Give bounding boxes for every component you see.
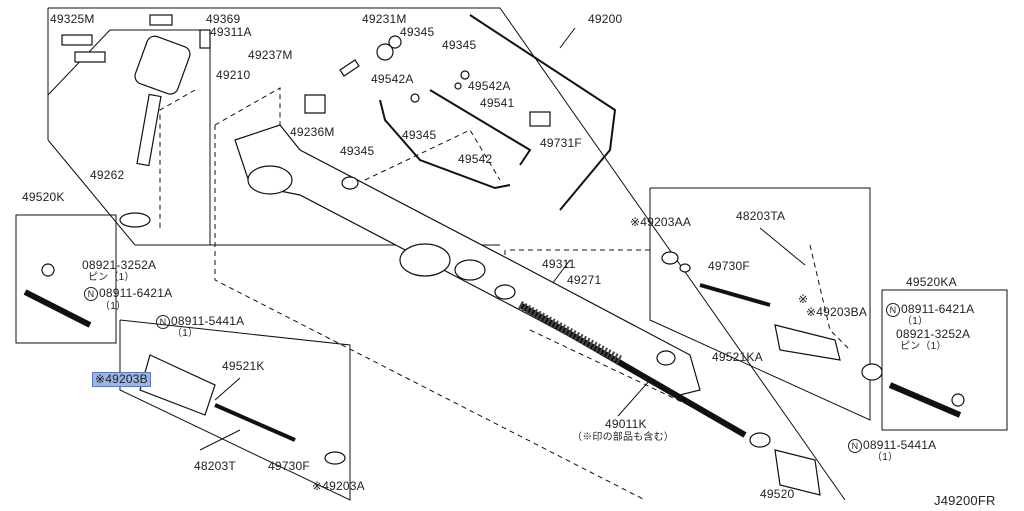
- note-49011K: （※印の部品も含む）: [572, 432, 674, 443]
- part-label-49237M[interactable]: 49237M: [248, 48, 293, 62]
- part-label-49520KA[interactable]: 49520KA: [906, 275, 957, 289]
- part-label-49521K[interactable]: 49521K: [222, 359, 265, 373]
- qty-note: （1）: [100, 301, 127, 312]
- pin-note-right: ピン（1）: [900, 341, 947, 352]
- part-label-08921-3252A-left[interactable]: 08921-3252A: [82, 258, 157, 272]
- part-label-49542A-a[interactable]: 49542A: [371, 72, 414, 86]
- part-label-49345-d[interactable]: 49345: [340, 144, 375, 158]
- part-label-49520[interactable]: 49520: [760, 487, 795, 501]
- part-label-49730F-right[interactable]: 49730F: [708, 259, 750, 273]
- part-label-48203TA[interactable]: 48203TA: [736, 209, 786, 223]
- part-label-49345-c[interactable]: 49345: [402, 128, 437, 142]
- part-label-49231M[interactable]: 49231M: [362, 12, 407, 26]
- n-mark-icon: N: [156, 315, 170, 329]
- n-mark-icon: N: [84, 287, 98, 301]
- star-mark: ※: [798, 292, 809, 306]
- n-mark-icon: N: [848, 439, 862, 453]
- part-label-49210[interactable]: 49210: [216, 68, 251, 82]
- part-label-49203B-highlighted[interactable]: ※49203B: [92, 372, 151, 387]
- part-label-49011K[interactable]: 49011K: [605, 417, 647, 431]
- qty-note: （1）: [902, 316, 929, 327]
- part-label-49731F[interactable]: 49731F: [540, 136, 582, 150]
- part-label-48203T[interactable]: 48203T: [194, 459, 236, 473]
- n-mark-icon: N: [886, 303, 900, 317]
- part-label-49271[interactable]: 49271: [567, 273, 602, 287]
- qty-note: （1）: [872, 452, 899, 463]
- pin-note-left: ピン（1）: [88, 272, 135, 283]
- assembly-frame-top: [48, 7, 846, 501]
- part-label-49369[interactable]: 49369: [206, 12, 241, 26]
- diagram-code: J49200FR: [934, 493, 996, 508]
- part-label-49203AA[interactable]: ※49203AA: [630, 215, 692, 229]
- part-label-49325M[interactable]: 49325M: [50, 12, 95, 26]
- part-label-49203A[interactable]: ※49203A: [312, 479, 365, 493]
- part-label-49730F-left[interactable]: 49730F: [268, 459, 310, 473]
- part-label-49236M[interactable]: 49236M: [290, 125, 335, 139]
- part-label-49262[interactable]: 49262: [90, 168, 125, 182]
- part-label-49521KA[interactable]: 49521KA: [712, 350, 763, 364]
- part-label-49345-b[interactable]: 49345: [442, 38, 477, 52]
- part-label-49311A[interactable]: 49311A: [210, 25, 252, 39]
- part-label-49345-a[interactable]: 49345: [400, 25, 435, 39]
- part-label-49541[interactable]: 49541: [480, 96, 515, 110]
- part-label-49542A-b[interactable]: 49542A: [468, 79, 511, 93]
- part-label-08921-3252A-right[interactable]: 08921-3252A: [896, 327, 971, 341]
- part-label-49200[interactable]: 49200: [588, 12, 623, 26]
- part-label-49542[interactable]: 49542: [458, 152, 493, 166]
- part-label-49203BA[interactable]: ※49203BA: [806, 305, 868, 319]
- part-label-49311[interactable]: 49311: [542, 257, 576, 271]
- qty-note: （1）: [172, 328, 199, 339]
- part-label-49520K[interactable]: 49520K: [22, 190, 65, 204]
